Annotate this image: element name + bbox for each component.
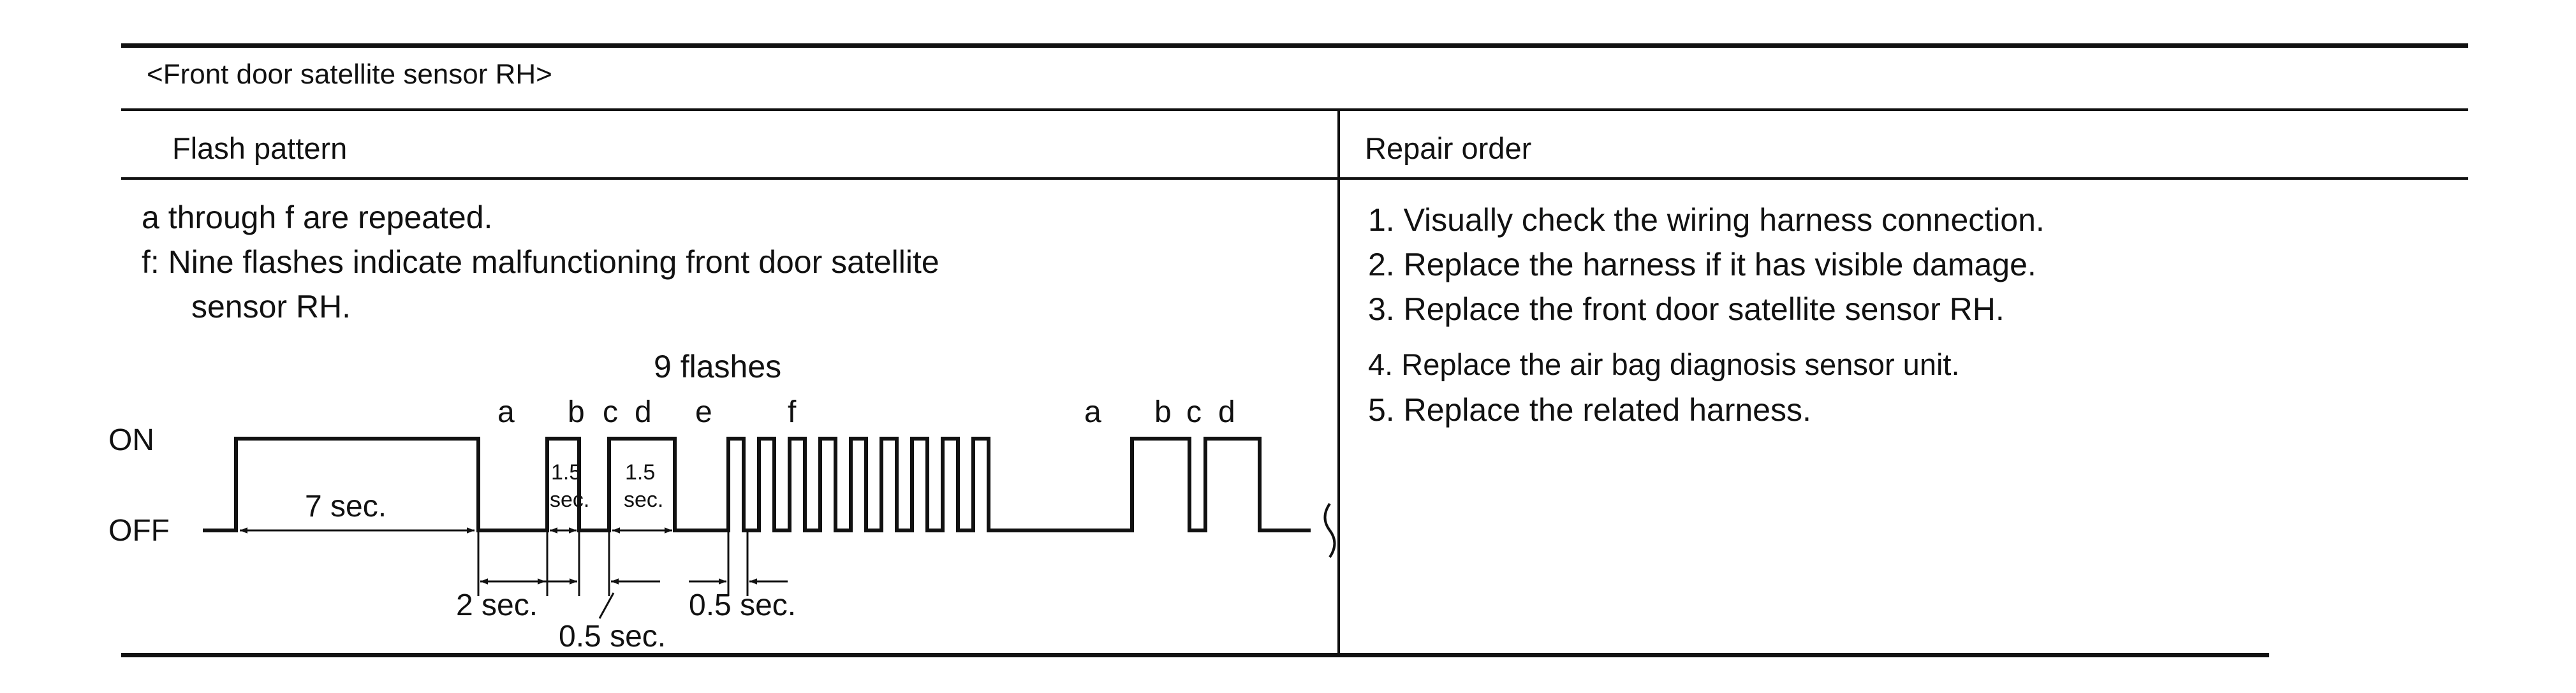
pulse-waveform-repeat (1020, 437, 1311, 532)
pulse-waveform-main (203, 437, 730, 532)
table-bottom-rule (121, 653, 2269, 657)
f-definition-note: f: Nine flashes indicate malfunctioning … (142, 244, 939, 280)
gap-duration-label: 2 sec. (456, 588, 538, 622)
pulse-d-duration-value: 1.5 (625, 460, 655, 485)
flash-pattern-heading: Flash pattern (172, 131, 348, 165)
segment-d-label: d (635, 395, 652, 429)
repair-step-5: 5. Replace the related harness. (1368, 392, 1811, 428)
flash-gap-label: 0.5 sec. (689, 588, 796, 622)
pulse-b-duration-unit: sec. (550, 488, 589, 512)
segment-f-label: f (788, 395, 797, 429)
section-title-rule (121, 108, 2468, 111)
section-title: <Front door satellite sensor RH> (147, 59, 552, 90)
pulse-a-duration-label: 7 sec. (305, 490, 386, 523)
on-label: ON (108, 423, 154, 457)
segment-b-label: b (568, 395, 585, 429)
segment-a-repeat-label: a (1084, 395, 1101, 429)
pulse-b-duration-value: 1.5 (551, 460, 581, 485)
segment-b-repeat-label: b (1154, 395, 1172, 429)
short-gap-label: 0.5 sec. (559, 620, 666, 653)
repair-step-2: 2. Replace the harness if it has visible… (1368, 247, 2036, 282)
repair-step-4: 4. Replace the air bag diagnosis sensor … (1368, 347, 1960, 381)
segment-d-repeat-label: d (1218, 395, 1235, 429)
repair-order-heading: Repair order (1365, 131, 1532, 165)
waveform-break-symbol (1323, 502, 1336, 558)
repair-step-3: 3. Replace the front door satellite sens… (1368, 291, 2005, 327)
repair-step-1: 1. Visually check the wiring harness con… (1368, 202, 2045, 238)
segment-a-label: a (497, 395, 515, 429)
column-divider (1337, 111, 1340, 655)
segment-c-repeat-label: c (1186, 395, 1202, 429)
pulse-d-duration-unit: sec. (624, 488, 663, 512)
flash-count-label: 9 flashes (654, 349, 781, 384)
f-definition-note-cont: sensor RH. (191, 289, 351, 325)
off-label: OFF (108, 514, 170, 548)
f-flash-burst (726, 437, 1020, 532)
table-top-rule (121, 43, 2468, 48)
flash-pattern-diagram: ON OFF 9 flashes a b c d e f a b c d 1.5… (108, 349, 1336, 653)
segment-e-label: e (695, 395, 712, 429)
repeat-note: a through f are repeated. (142, 200, 493, 235)
column-header-rule (121, 177, 2468, 180)
short-gap-leader (598, 592, 615, 619)
segment-c-label: c (603, 395, 618, 429)
